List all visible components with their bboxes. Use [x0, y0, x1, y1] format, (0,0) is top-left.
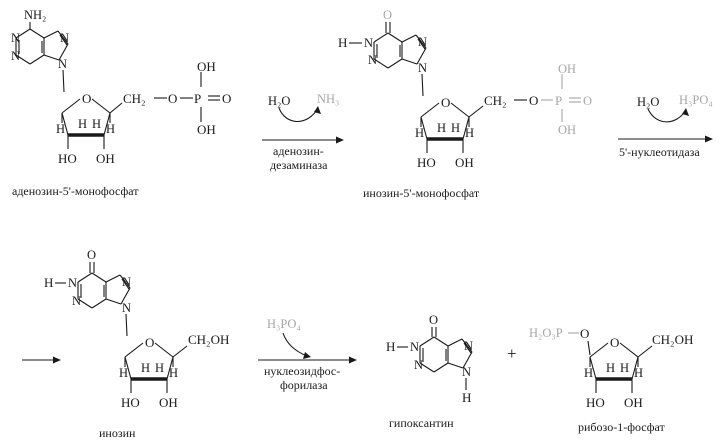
- amp-n7: N: [60, 31, 69, 45]
- r1p-oh-sugar: OH: [624, 395, 643, 410]
- ino-n3: N: [72, 294, 81, 308]
- ino-o-carbonyl: O: [87, 248, 96, 262]
- amp-oh-sugar: OH: [96, 151, 115, 166]
- ino-h-low-left: H: [141, 361, 150, 375]
- hypoxanthine-molecule: O H N N N N H гипоксантин: [386, 313, 473, 430]
- ino-h-low-right: H: [155, 361, 164, 375]
- r1p-h2o3p: H₂O₃P: [529, 326, 563, 340]
- r2-h2o: H₂O: [637, 95, 659, 109]
- hyp-n3: N: [414, 358, 423, 372]
- imp-n3: N: [368, 53, 377, 67]
- r1p-h-low-right: H: [620, 361, 629, 375]
- imp-molecule: O H N N N N O H H H H HO OH CH₂ O P OH O…: [338, 8, 592, 200]
- ino-h-left: H: [119, 366, 128, 380]
- r1p-h-low-left: H: [606, 361, 615, 375]
- ino-ch2oh: CH₂OH: [188, 332, 229, 347]
- imp-n9: N: [418, 61, 427, 75]
- imp-oh-sugar: OH: [455, 155, 474, 170]
- hyp-n9: N: [462, 365, 471, 379]
- imp-o-ring: O: [441, 95, 450, 110]
- r2-enzyme: 5'-нуклеотидаза: [619, 145, 700, 159]
- imp-ho: HO: [417, 155, 436, 170]
- r3-enzyme-line1: нуклеозидфос-: [264, 364, 340, 378]
- amp-n1: N: [11, 31, 20, 45]
- inosine-molecule: O H N N N N O H H H H HO OH CH₂OH инозин: [44, 248, 229, 440]
- amp-h-low-right: H: [92, 117, 101, 131]
- amp-ho: HO: [58, 151, 77, 166]
- amp-nh2: NH₂: [24, 8, 46, 22]
- r1p-h-right: H: [634, 366, 643, 380]
- hypoxanthine-name: гипоксантин: [389, 416, 454, 430]
- amp-n3: N: [11, 49, 20, 63]
- imp-h-low-left: H: [437, 121, 446, 135]
- imp-h-low-right: H: [451, 121, 460, 135]
- reaction-3: H₃PO₄ нуклеозидфос- форилаза: [258, 317, 357, 392]
- ino-h-right: H: [169, 366, 178, 380]
- hyp-h-n: H: [386, 339, 395, 354]
- amp-oh-bottom: OH: [197, 122, 216, 137]
- ino-ho: HO: [121, 395, 140, 410]
- hyp-n1: N: [410, 340, 419, 354]
- ino-n7: N: [122, 275, 131, 289]
- reaction-2: H₂O H₃PO₄ 5'-нуклеотидаза: [618, 93, 713, 159]
- imp-o-carbonyl: O: [383, 8, 392, 22]
- inosine-name: инозин: [99, 426, 136, 440]
- amp-ch2: CH₂: [123, 91, 146, 106]
- amp-o-ring: O: [82, 91, 91, 106]
- ino-n1: N: [68, 276, 77, 290]
- r2-h3po4: H₃PO₄: [679, 93, 713, 107]
- r3-enzyme-line2: форилаза: [280, 378, 328, 392]
- imp-h-n: H: [338, 35, 347, 50]
- imp-o-dbl: O: [583, 94, 592, 108]
- ribose-1-phosphate-molecule: H₂O₃P O O H H H H HO OH CH₂OH рибозо-1-ф…: [529, 326, 693, 434]
- ino-oh-sugar: OH: [159, 395, 178, 410]
- r1-enzyme-line1: аденозин-: [273, 144, 324, 158]
- amp-name: аденозин-5'-монофосфат: [12, 184, 139, 198]
- imp-o-link: O: [529, 93, 538, 108]
- imp-n1: N: [364, 36, 373, 50]
- amp-oh-top: OH: [197, 59, 216, 74]
- hyp-h-n9: H: [462, 390, 471, 405]
- ino-h-n: H: [44, 275, 53, 290]
- imp-ch2: CH₂: [484, 93, 507, 108]
- r1p-ho: HO: [586, 395, 605, 410]
- amp-n9: N: [58, 57, 67, 71]
- amp-molecule: NH₂ N N N N O H H H H HO OH CH₂ O P OH O…: [11, 8, 231, 198]
- r1p-h-left: H: [584, 366, 593, 380]
- hyp-n7: N: [464, 339, 473, 353]
- r3-h3po4: H₃PO₄: [267, 317, 301, 331]
- amp-o-dbl: O: [222, 91, 231, 106]
- r1p-o-ring: O: [610, 335, 619, 350]
- amp-h-low-left: H: [78, 117, 87, 131]
- amp-o-link: O: [168, 91, 177, 106]
- hyp-o-carbonyl: O: [429, 313, 438, 327]
- imp-h-left: H: [415, 126, 424, 140]
- imp-n7: N: [418, 35, 427, 49]
- imp-oh-bottom: OH: [558, 123, 576, 137]
- imp-name: инозин-5'-монофосфат: [363, 186, 480, 200]
- r1-nh3: NH₃: [317, 92, 339, 106]
- r1-enzyme-line2: дезаминаза: [270, 158, 328, 172]
- ribose-1-phosphate-name: рибозо-1-фосфат: [578, 420, 666, 434]
- plus-sign: +: [507, 344, 517, 363]
- r1p-ch2oh: CH₂OH: [652, 332, 693, 347]
- ino-o-ring: O: [145, 335, 154, 350]
- imp-oh-top: OH: [558, 62, 576, 76]
- amp-p: P: [194, 91, 201, 106]
- imp-h-right: H: [465, 126, 474, 140]
- reaction-1: H₂O NH₃ аденозин- дезаминаза: [262, 92, 344, 172]
- amp-h-left: H: [56, 122, 65, 136]
- ino-n9: N: [122, 301, 131, 315]
- imp-p: P: [555, 93, 562, 108]
- r1p-o-link: O: [580, 326, 589, 341]
- amp-h-right: H: [106, 122, 115, 136]
- r1-h2o: H₂O: [268, 94, 290, 108]
